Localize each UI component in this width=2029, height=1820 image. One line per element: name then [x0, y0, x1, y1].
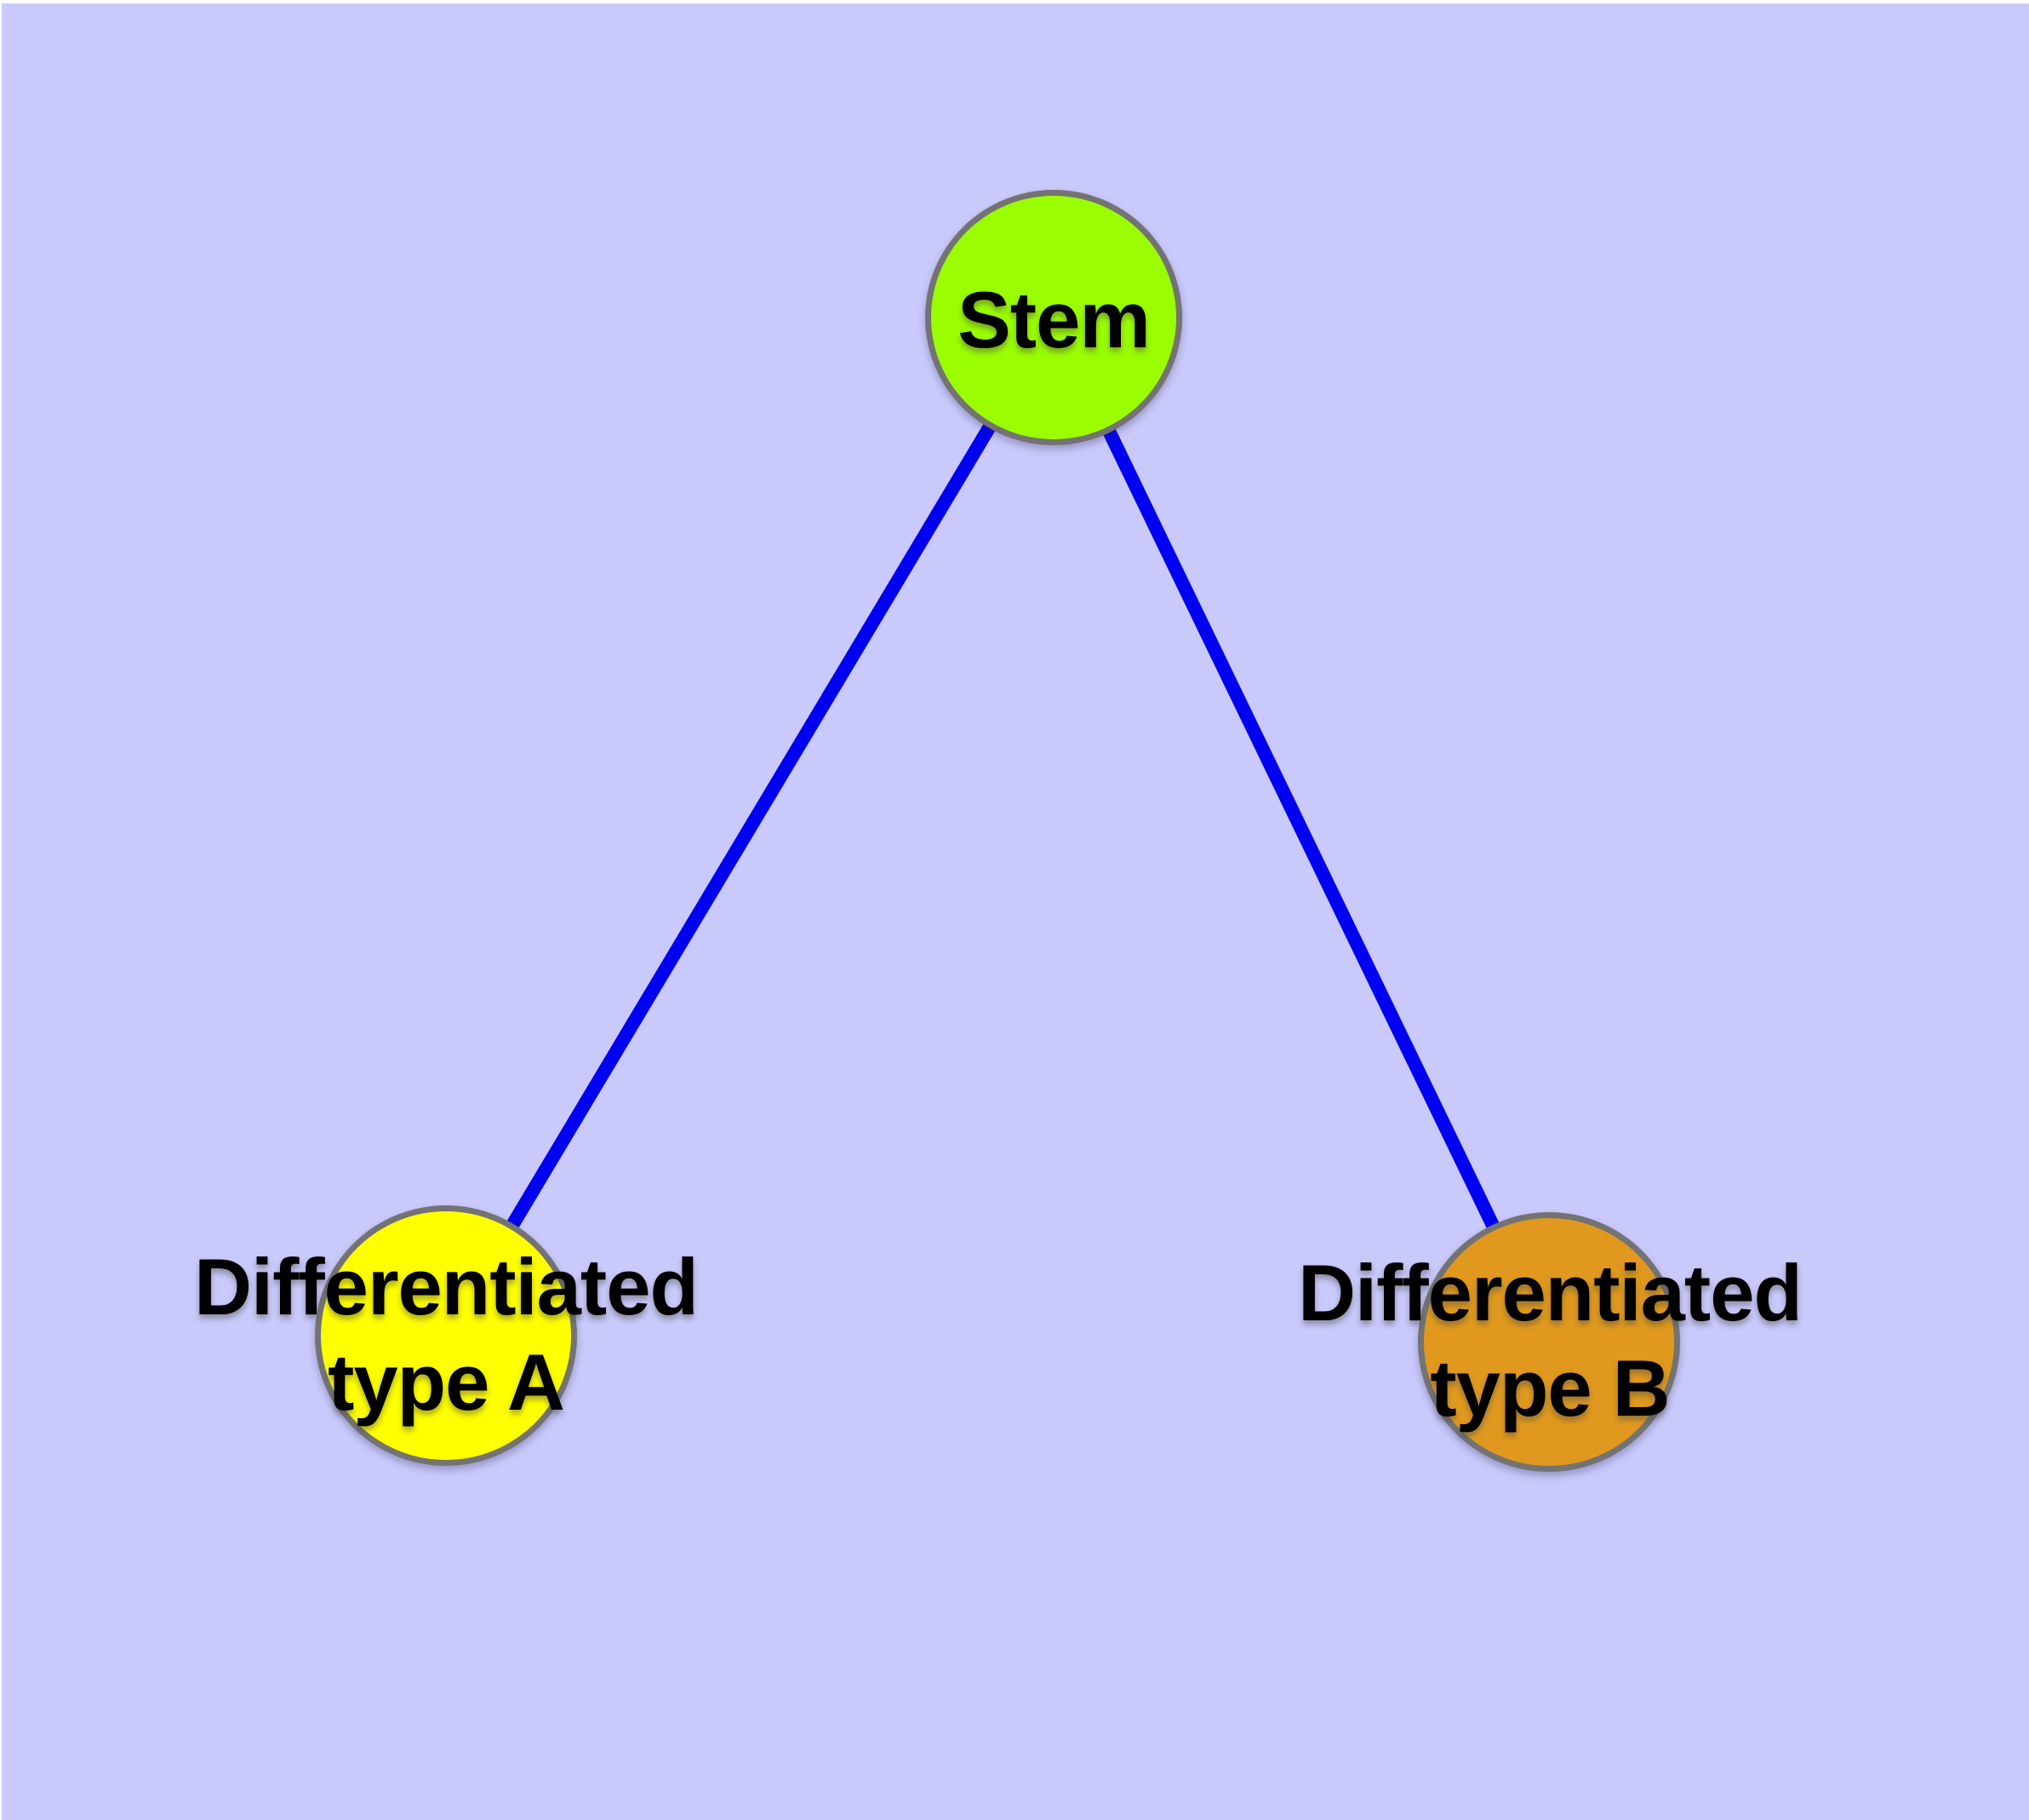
- node-type-b-label-line2: type B: [1430, 1343, 1670, 1433]
- node-stem-label-text: Stem: [957, 275, 1151, 364]
- diagram-canvas: Stem Differentiated type A Differentiate…: [2, 3, 2029, 1820]
- node-type-a-label-line2: type A: [328, 1337, 565, 1427]
- edge-stem-to-type-a: [441, 314, 1060, 1339]
- node-type-b-label-line1: Differentiated: [1298, 1248, 1803, 1337]
- node-stem-label: Stem: [756, 272, 1352, 368]
- node-type-b-label: Differentiated type B: [1252, 1245, 1848, 1436]
- node-type-a-label: Differentiated type A: [148, 1239, 744, 1430]
- node-type-a-label-line1: Differentiated: [194, 1242, 699, 1331]
- node-differentiated-type-b: [1418, 1212, 1680, 1472]
- node-differentiated-type-a: [315, 1205, 577, 1466]
- edge-stem-to-type-b: [1048, 315, 1556, 1345]
- node-stem: [925, 190, 1182, 445]
- edges-layer: [441, 314, 1556, 1345]
